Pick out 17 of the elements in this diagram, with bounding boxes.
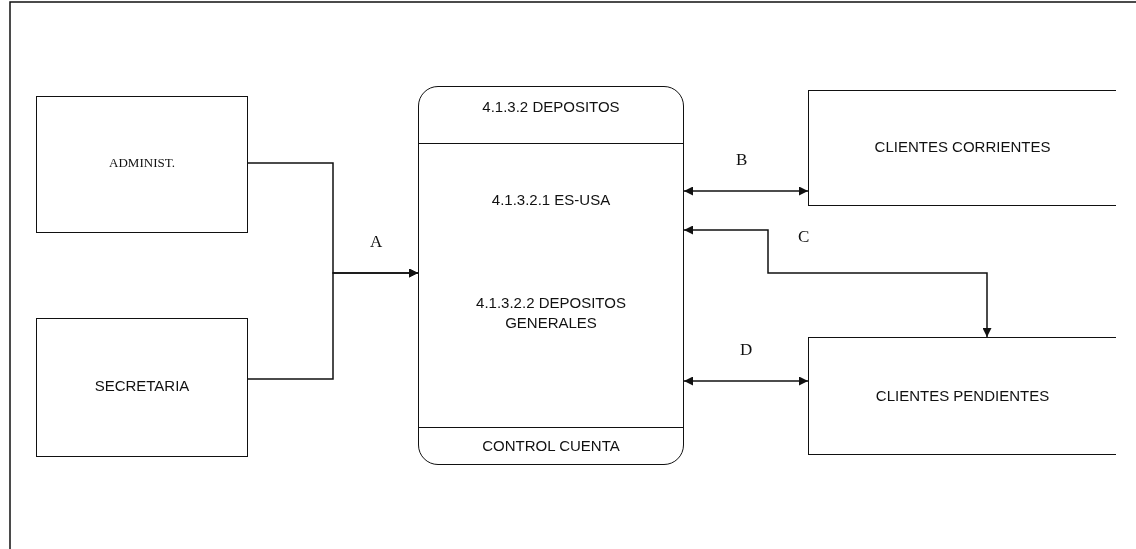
node-label: CLIENTES PENDIENTES [874,386,1051,406]
arrow [683,376,809,386]
process-box [418,86,684,465]
node-label: 4.1.3.2.2 DEPOSITOS GENERALES [475,293,627,332]
node-label: CLIENTES CORRIENTES [873,137,1052,157]
node-label: 4.1.3.2 DEPOSITOS [481,97,621,117]
node-label: SECRETARIA [93,376,191,396]
arrow [247,268,419,380]
node-label: CONTROL CUENTA [481,436,621,456]
entity-box [36,318,248,457]
arrow [683,225,992,338]
node-label: 4.1.3.2.1 ES-USA [490,190,612,210]
entity-box [36,96,248,233]
entity-box [808,90,1116,206]
entity-box [808,337,1116,455]
node-label: ADMINIST. [108,155,176,172]
arrow [683,186,809,196]
